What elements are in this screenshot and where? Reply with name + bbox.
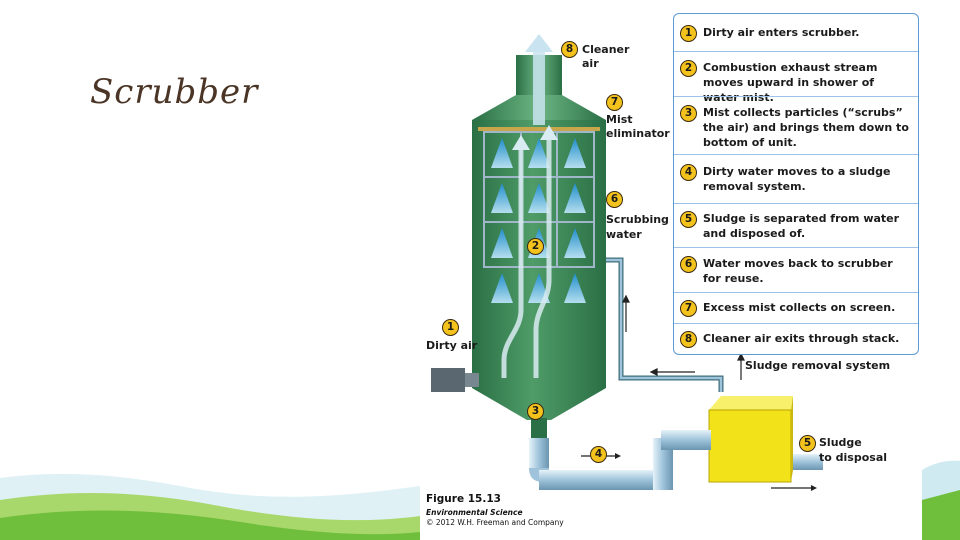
water-flow-arrows [622,294,745,380]
step-row-3: 3 Mist collects particles (“scrubs” the … [674,96,918,154]
sludge-removal-box [708,396,793,483]
spray-cone [564,273,586,303]
spray-nozzles [491,138,586,303]
step-text-6: Water moves back to scrubber for reuse. [703,257,893,285]
spray-cone [564,228,586,258]
spray-cone [528,183,550,213]
step-badge-4: 4 [680,164,697,181]
step-badge-6: 6 [680,256,697,273]
step-row-4: 4 Dirty water moves to a sludge removal … [674,154,918,203]
spray-cone [528,138,550,168]
steps-panel: 1 Dirty air enters scrubber. 2 Combustio… [673,13,919,355]
label-cleaner-air-line1: Cleaner [582,43,630,56]
label-sludge-line2: to disposal [819,451,888,464]
cleaner-air-arrow [525,34,553,125]
step-text-3: Mist collects particles (“scrubs” the ai… [703,106,909,149]
badge-6: 6 [606,191,623,208]
badge-2: 2 [527,238,544,255]
step-text-1: Dirty air enters scrubber. [703,26,860,39]
figure-caption-title: Figure 15.13 [426,493,501,505]
arrow-heads [512,125,558,150]
dirty-air-inlet-duct [465,373,479,387]
step-row-8: 8 Cleaner air exits through stack. [674,323,918,354]
figure-caption-copyright: © 2012 W.H. Freeman and Company [426,518,564,527]
dirty-air-inlet-fan [431,368,465,392]
step-text-4: Dirty water moves to a sludge removal sy… [703,165,891,193]
slide-title: Scrubber [90,72,259,112]
pipe-flow-arrow-head [615,453,621,459]
label-cleaner-air-line2: air [582,57,599,70]
step-text-5: Sludge is separated from water and dispo… [703,212,900,240]
step-text-8: Cleaner air exits through stack. [703,332,900,345]
step-row-2: 2 Combustion exhaust stream moves upward… [674,51,918,104]
step-text-2: Combustion exhaust stream moves upward i… [703,61,878,104]
mist-eliminator-screen [478,127,600,131]
label-mist-line2: eliminator [606,127,670,140]
step-badge-1: 1 [680,25,697,42]
scrubbing-water-pipe [606,257,724,392]
label-dirty-air: Dirty air [426,339,478,352]
step-badge-8: 8 [680,331,697,348]
dirty-water-pipe [529,430,711,490]
label-sludge-removal-system: Sludge removal system [745,359,891,372]
step-row-6: 6 Water moves back to scrubber for reuse… [674,247,918,292]
spray-cone [491,273,513,303]
step-badge-3: 3 [680,105,697,122]
spray-cone [491,138,513,168]
step-row-1: 1 Dirty air enters scrubber. [674,14,918,51]
sludge-outlet-pipe [793,454,823,470]
label-scrubbing-line2: water [606,228,642,241]
figure-caption-subtitle: Environmental Science [426,508,523,517]
spray-cone [491,228,513,258]
step-badge-2: 2 [680,60,697,77]
step-badge-5: 5 [680,211,697,228]
spray-cone [564,138,586,168]
step-badge-7: 7 [680,300,697,317]
spray-cone [564,183,586,213]
badge-7: 7 [606,94,623,111]
tower-outlet [531,418,547,440]
label-mist-line1: Mist [606,113,633,126]
step-row-5: 5 Sludge is separated from water and dis… [674,203,918,247]
sludge-arrow-head [811,485,817,491]
badge-4: 4 [590,446,607,463]
badge-1: 1 [442,319,459,336]
spray-cone [491,183,513,213]
background-grass-right-shape [922,484,960,540]
badge-8: 8 [561,41,578,58]
step-text-7: Excess mist collects on screen. [703,301,896,314]
badge-3: 3 [527,403,544,420]
badge-5: 5 [799,435,816,452]
label-sludge-line1: Sludge [819,436,862,449]
background-cloud-right-shape [922,460,960,500]
background-grass-dark-shape [0,510,420,540]
step-row-7: 7 Excess mist collects on screen. [674,292,918,323]
label-scrubbing-line1: Scrubbing [606,213,669,226]
rising-air-arrows [501,140,552,378]
